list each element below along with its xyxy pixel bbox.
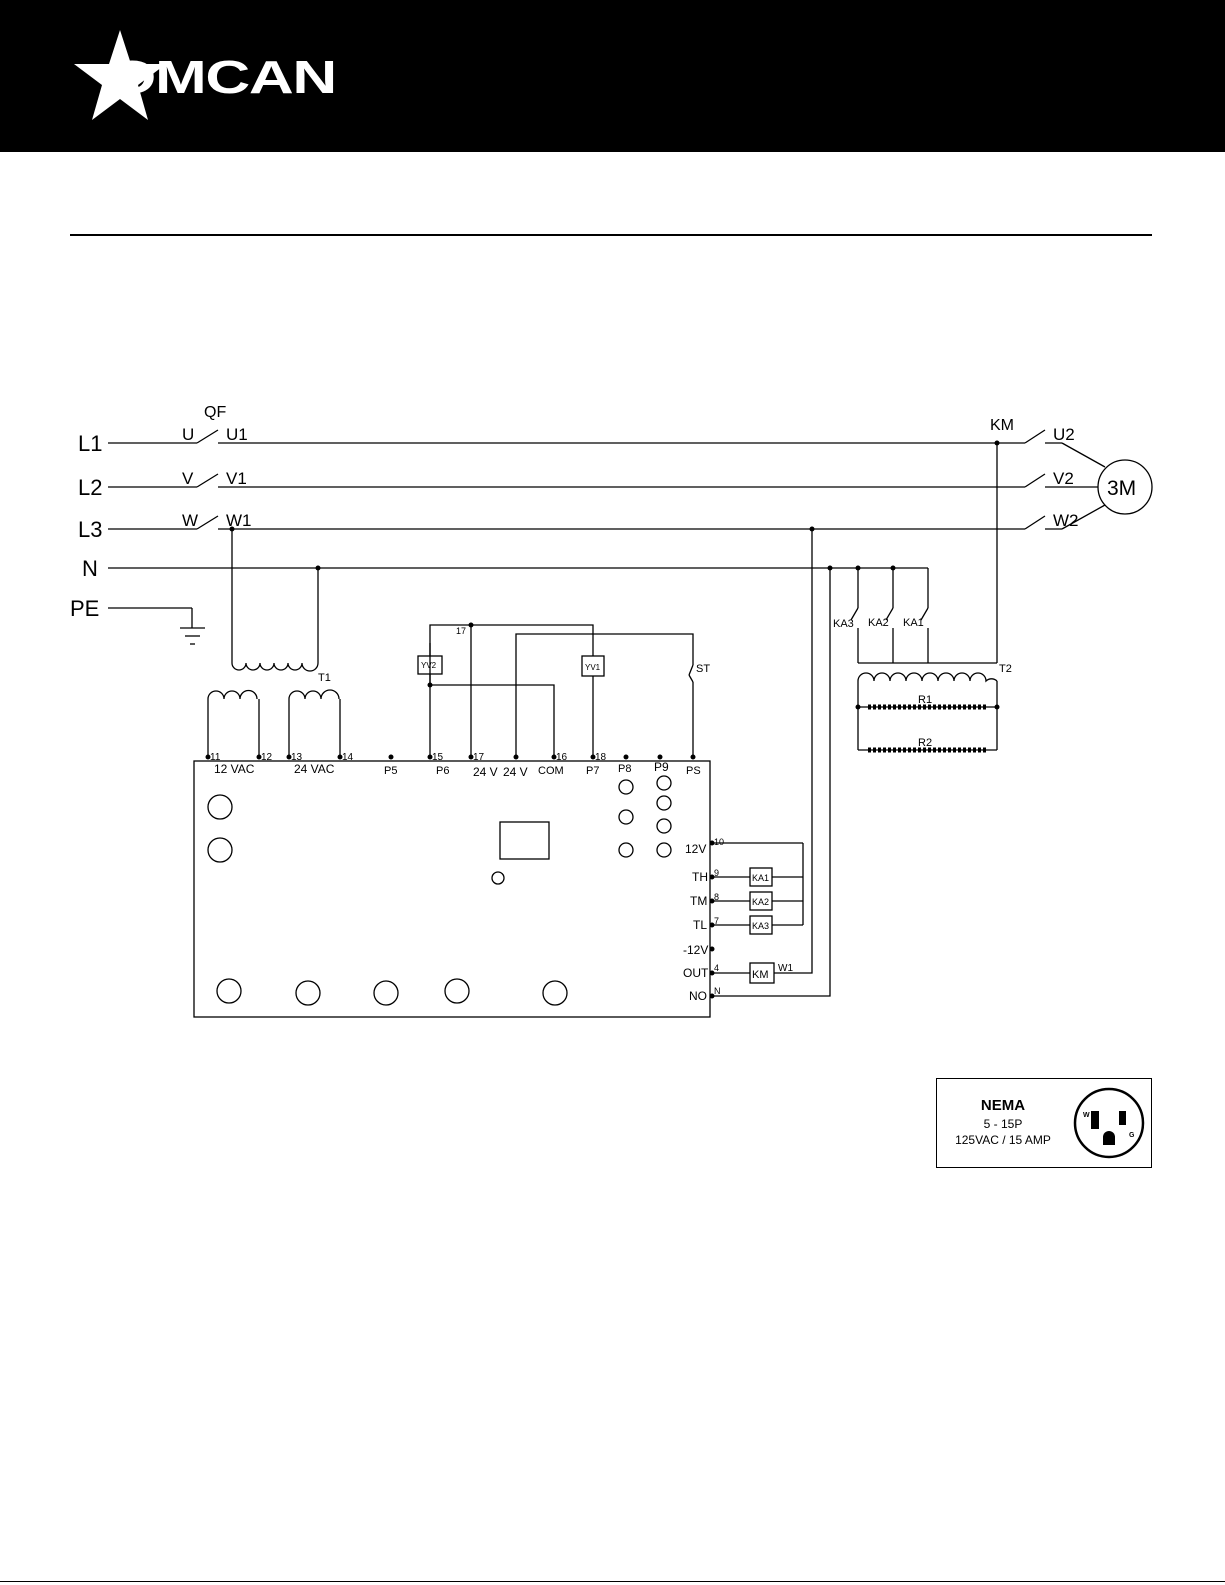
relay-ka2-label: KA2 bbox=[868, 617, 889, 629]
board-label-12vac: 12 VAC bbox=[214, 762, 255, 776]
terminal-16: 16 bbox=[556, 752, 568, 763]
board-right-tl: TL bbox=[693, 918, 707, 932]
board-label-p8: P8 bbox=[618, 763, 631, 775]
nema-title: NEMA bbox=[937, 1097, 1069, 1114]
board-right-num-9: 9 bbox=[714, 868, 719, 878]
board-label-com: COM bbox=[538, 765, 564, 777]
board-label-p9: P9 bbox=[654, 760, 669, 774]
board-right-out: OUT bbox=[683, 966, 709, 980]
line-pe-label: PE bbox=[70, 596, 99, 621]
board-label-24vac: 24 VAC bbox=[294, 762, 335, 776]
transformer-t1-label: T1 bbox=[318, 672, 331, 684]
contactor-label: KM bbox=[990, 417, 1014, 434]
board-right-tm: TM bbox=[690, 894, 707, 908]
outlet-icon: W G bbox=[1073, 1087, 1145, 1159]
board-right-num-8: 8 bbox=[714, 892, 719, 902]
board-label-p5: P5 bbox=[384, 765, 397, 777]
valve-yv2-label: YV2 bbox=[421, 661, 437, 670]
line-l1-label: L1 bbox=[78, 431, 102, 456]
breaker-out-v1: V1 bbox=[226, 469, 247, 488]
relay-ka3-label: KA3 bbox=[833, 618, 854, 630]
board-right-num-10: 10 bbox=[714, 837, 724, 847]
motor-label: 3M bbox=[1107, 477, 1136, 500]
board-right-th: TH bbox=[692, 870, 708, 884]
breaker-in-v: V bbox=[182, 469, 194, 488]
board-label-ps: PS bbox=[686, 765, 701, 777]
valve-yv1-label: YV1 bbox=[585, 663, 601, 672]
board-label-24v-a: 24 V bbox=[473, 765, 498, 779]
contactor-out-w2: W2 bbox=[1053, 511, 1079, 530]
coil-ka3-label: KA3 bbox=[752, 921, 769, 931]
coil-ka1-label: KA1 bbox=[752, 873, 769, 883]
footer-rule bbox=[0, 1581, 1225, 1582]
board-label-24v-b: 24 V bbox=[503, 765, 528, 779]
coil-ka2-label: KA2 bbox=[752, 897, 769, 907]
breaker-label: QF bbox=[204, 404, 226, 421]
out-wire-w1-label: W1 bbox=[778, 963, 793, 974]
board-right-num-n: N bbox=[714, 986, 721, 996]
nema-rating: 125VAC / 15 AMP bbox=[937, 1133, 1069, 1147]
board-label-p6: P6 bbox=[436, 765, 449, 777]
nema-type: 5 - 15P bbox=[937, 1117, 1069, 1131]
board-label-p7: P7 bbox=[586, 765, 599, 777]
board-right-12v: 12V bbox=[685, 842, 706, 856]
board-right-num-4: 4 bbox=[714, 963, 719, 973]
switch-st-label: ST bbox=[696, 663, 710, 675]
line-n-label: N bbox=[82, 556, 98, 581]
line-l3-label: L3 bbox=[78, 517, 102, 542]
resistor-r2-label: R2 bbox=[918, 737, 932, 749]
transformer-t2-label: T2 bbox=[999, 663, 1012, 675]
breaker-in-w: W bbox=[182, 511, 198, 530]
resistor-r1-label: R1 bbox=[918, 694, 932, 706]
terminal-14: 14 bbox=[342, 752, 354, 763]
wire-17-label: 17 bbox=[456, 626, 466, 636]
terminal-18: 18 bbox=[595, 752, 607, 763]
breaker-in-u: U bbox=[182, 425, 194, 444]
line-l2-label: L2 bbox=[78, 475, 102, 500]
board-right-num-7: 7 bbox=[714, 916, 719, 926]
relay-ka1-label: KA1 bbox=[903, 617, 924, 629]
nema-plug-box: NEMA 5 - 15P 125VAC / 15 AMP W G bbox=[936, 1078, 1152, 1168]
terminal-17: 17 bbox=[473, 752, 485, 763]
coil-km-label: KM bbox=[752, 969, 769, 981]
outlet-pin-g: G bbox=[1129, 1132, 1135, 1139]
terminal-12: 12 bbox=[261, 752, 273, 763]
breaker-out-u1: U1 bbox=[226, 425, 248, 444]
terminal-15: 15 bbox=[432, 752, 444, 763]
outlet-pin-w: W bbox=[1083, 1112, 1090, 1119]
board-right-minus12v: -12V bbox=[683, 943, 708, 957]
contactor-out-u2: U2 bbox=[1053, 425, 1075, 444]
board-right-no: NO bbox=[689, 989, 707, 1003]
contactor-out-v2: V2 bbox=[1053, 469, 1074, 488]
breaker-out-w1: W1 bbox=[226, 511, 252, 530]
